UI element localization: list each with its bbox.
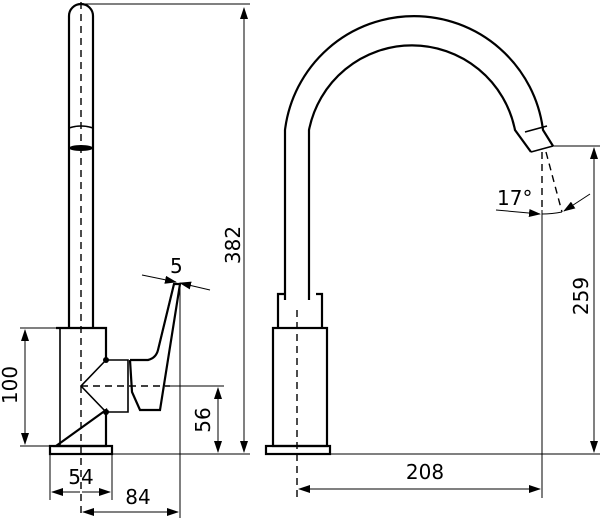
lever-handle xyxy=(128,282,182,412)
front-body-top xyxy=(276,292,324,328)
dim-spout-angle: 17° xyxy=(497,186,532,210)
valve-joint-top xyxy=(103,357,109,363)
front-body xyxy=(271,326,329,448)
dim-body-height: 100 xyxy=(0,366,22,404)
spout-tip xyxy=(524,125,554,153)
valve-joint-bottom xyxy=(103,409,109,415)
lever-inner-edge xyxy=(157,283,175,351)
spout-inner xyxy=(307,44,532,300)
dim-spout-reach: 208 xyxy=(406,460,444,484)
front-dimensions: 259 208 17° xyxy=(298,145,600,498)
side-view xyxy=(48,2,182,518)
dim-base-width: 54 xyxy=(68,465,93,489)
stream-angled xyxy=(545,151,563,213)
dim-lever-reach: 84 xyxy=(125,485,150,509)
front-base-plate xyxy=(264,444,332,456)
dim-outlet-height: 259 xyxy=(569,277,593,315)
side-dimensions: 382 100 56 5 54 84 xyxy=(0,3,250,518)
dim-lever-thickness: 5 xyxy=(170,254,183,278)
spout-outer xyxy=(283,14,554,300)
dim-total-height: 382 xyxy=(221,226,245,264)
front-view xyxy=(264,14,563,500)
dim-lever-axis-height: 56 xyxy=(191,407,215,432)
